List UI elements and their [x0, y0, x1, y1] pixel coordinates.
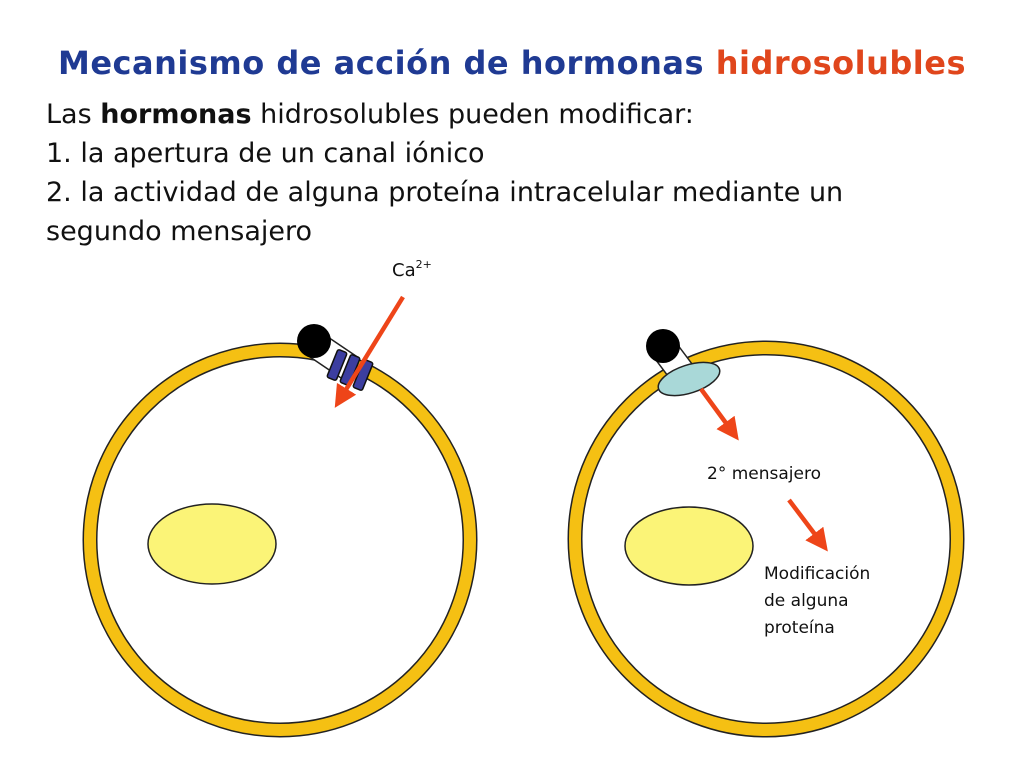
- activation-arrow: [699, 387, 739, 441]
- intro-bold: hormonas: [100, 99, 252, 130]
- point-2-cont: segundo mensajero: [46, 216, 313, 247]
- ion-label: Ca2+: [392, 258, 432, 281]
- right-cell: 2° mensajero Modificación de alguna prot…: [567, 329, 965, 738]
- receptor-protein: [657, 361, 721, 397]
- modification-label-1: Modificación: [764, 564, 870, 584]
- intro-suffix: hidrosolubles pueden modificar:: [251, 99, 694, 130]
- second-messenger-label: 2° mensajero: [707, 464, 821, 484]
- left-cell: Ca2+: [82, 258, 478, 738]
- title-main: Mecanismo de acción de hormonas: [57, 44, 705, 82]
- modification-label-3: proteína: [764, 618, 835, 638]
- right-cell-membrane: [569, 342, 963, 736]
- calcium-arrow: [334, 295, 405, 408]
- modification-arrow: [787, 498, 828, 552]
- title-highlight: hidrosolubles: [715, 44, 967, 82]
- slide-body: Las hormonas hidrosolubles pueden modifi…: [46, 95, 996, 251]
- left-cell-nucleus: [147, 503, 277, 585]
- left-cell-membrane: [84, 344, 476, 736]
- point-2: 2. la actividad de alguna proteína intra…: [46, 177, 844, 208]
- hormone-right: [646, 329, 680, 363]
- slide-title: Mecanismo de acción de hormonas hidrosol…: [0, 44, 1024, 82]
- point-1: 1. la apertura de un canal iónico: [46, 138, 485, 169]
- right-cell-nucleus: [624, 506, 754, 586]
- hormone-left: [297, 324, 331, 358]
- modification-label-2: de alguna: [764, 591, 849, 611]
- intro-prefix: Las: [46, 99, 101, 130]
- intro-line: Las hormonas hidrosolubles pueden modifi…: [46, 95, 996, 134]
